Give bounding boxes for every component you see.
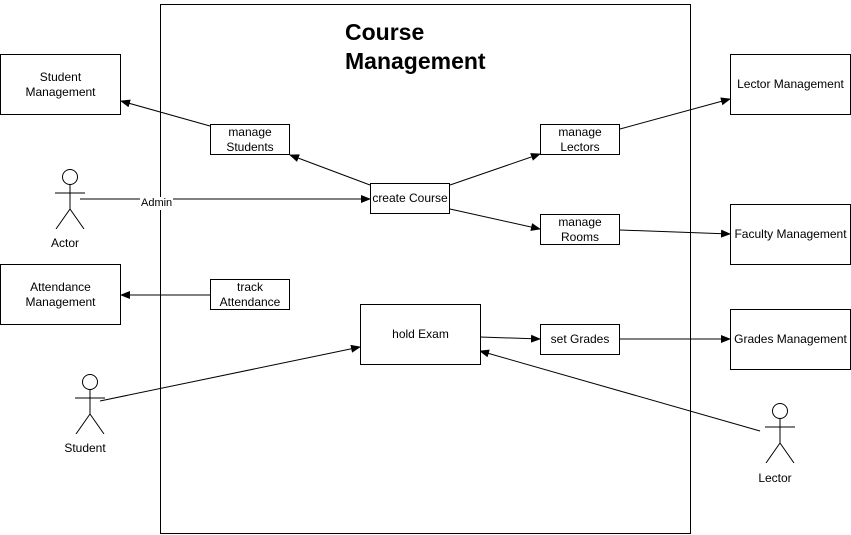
student-actor-label: Student (64, 441, 106, 455)
faculty-management-box: Faculty Management (730, 204, 851, 265)
admin-actor-icon (55, 169, 85, 229)
attendance-management-box: Attendance Management (0, 264, 121, 325)
edge-manage-rooms-to-faculty-management (619, 229, 731, 238)
set-grades-box: set Grades (540, 324, 620, 355)
edge-manage-students-to-student-management (120, 99, 211, 127)
edge-student-to-hold-exam (99, 344, 361, 402)
edge-lector-to-hold-exam (479, 349, 761, 432)
manage-students-box: manage Students (210, 124, 290, 155)
manage-lectors-box: manage Lectors (540, 124, 620, 155)
lector-actor-label: Lector (758, 471, 792, 485)
course-management-boundary (160, 4, 691, 534)
lector-management-box: Lector Management (730, 54, 851, 115)
create-course-box: create Course (370, 183, 450, 214)
grades-management-box: Grades Management (730, 309, 851, 370)
lector-actor-icon (765, 403, 795, 463)
hold-exam-box: hold Exam (360, 304, 481, 365)
edge-create-course-to-manage-students (289, 154, 371, 186)
edge-create-course-to-manage-lectors (449, 153, 541, 186)
admin-edge-label: Admin (140, 197, 174, 210)
edge-create-course-to-manage-rooms (449, 208, 541, 231)
track-attendance-box: track Attendance (210, 279, 290, 310)
student-management-box: Student Management (0, 54, 121, 115)
diagram-title: Course Management (345, 19, 486, 74)
edge-manage-lectors-to-lector-management (619, 97, 731, 130)
admin-actor-label: Actor (50, 236, 79, 250)
edge-hold-exam-to-set-grades (479, 334, 541, 343)
student-actor-icon (75, 374, 105, 434)
manage-rooms-box: manage Rooms (540, 214, 620, 245)
